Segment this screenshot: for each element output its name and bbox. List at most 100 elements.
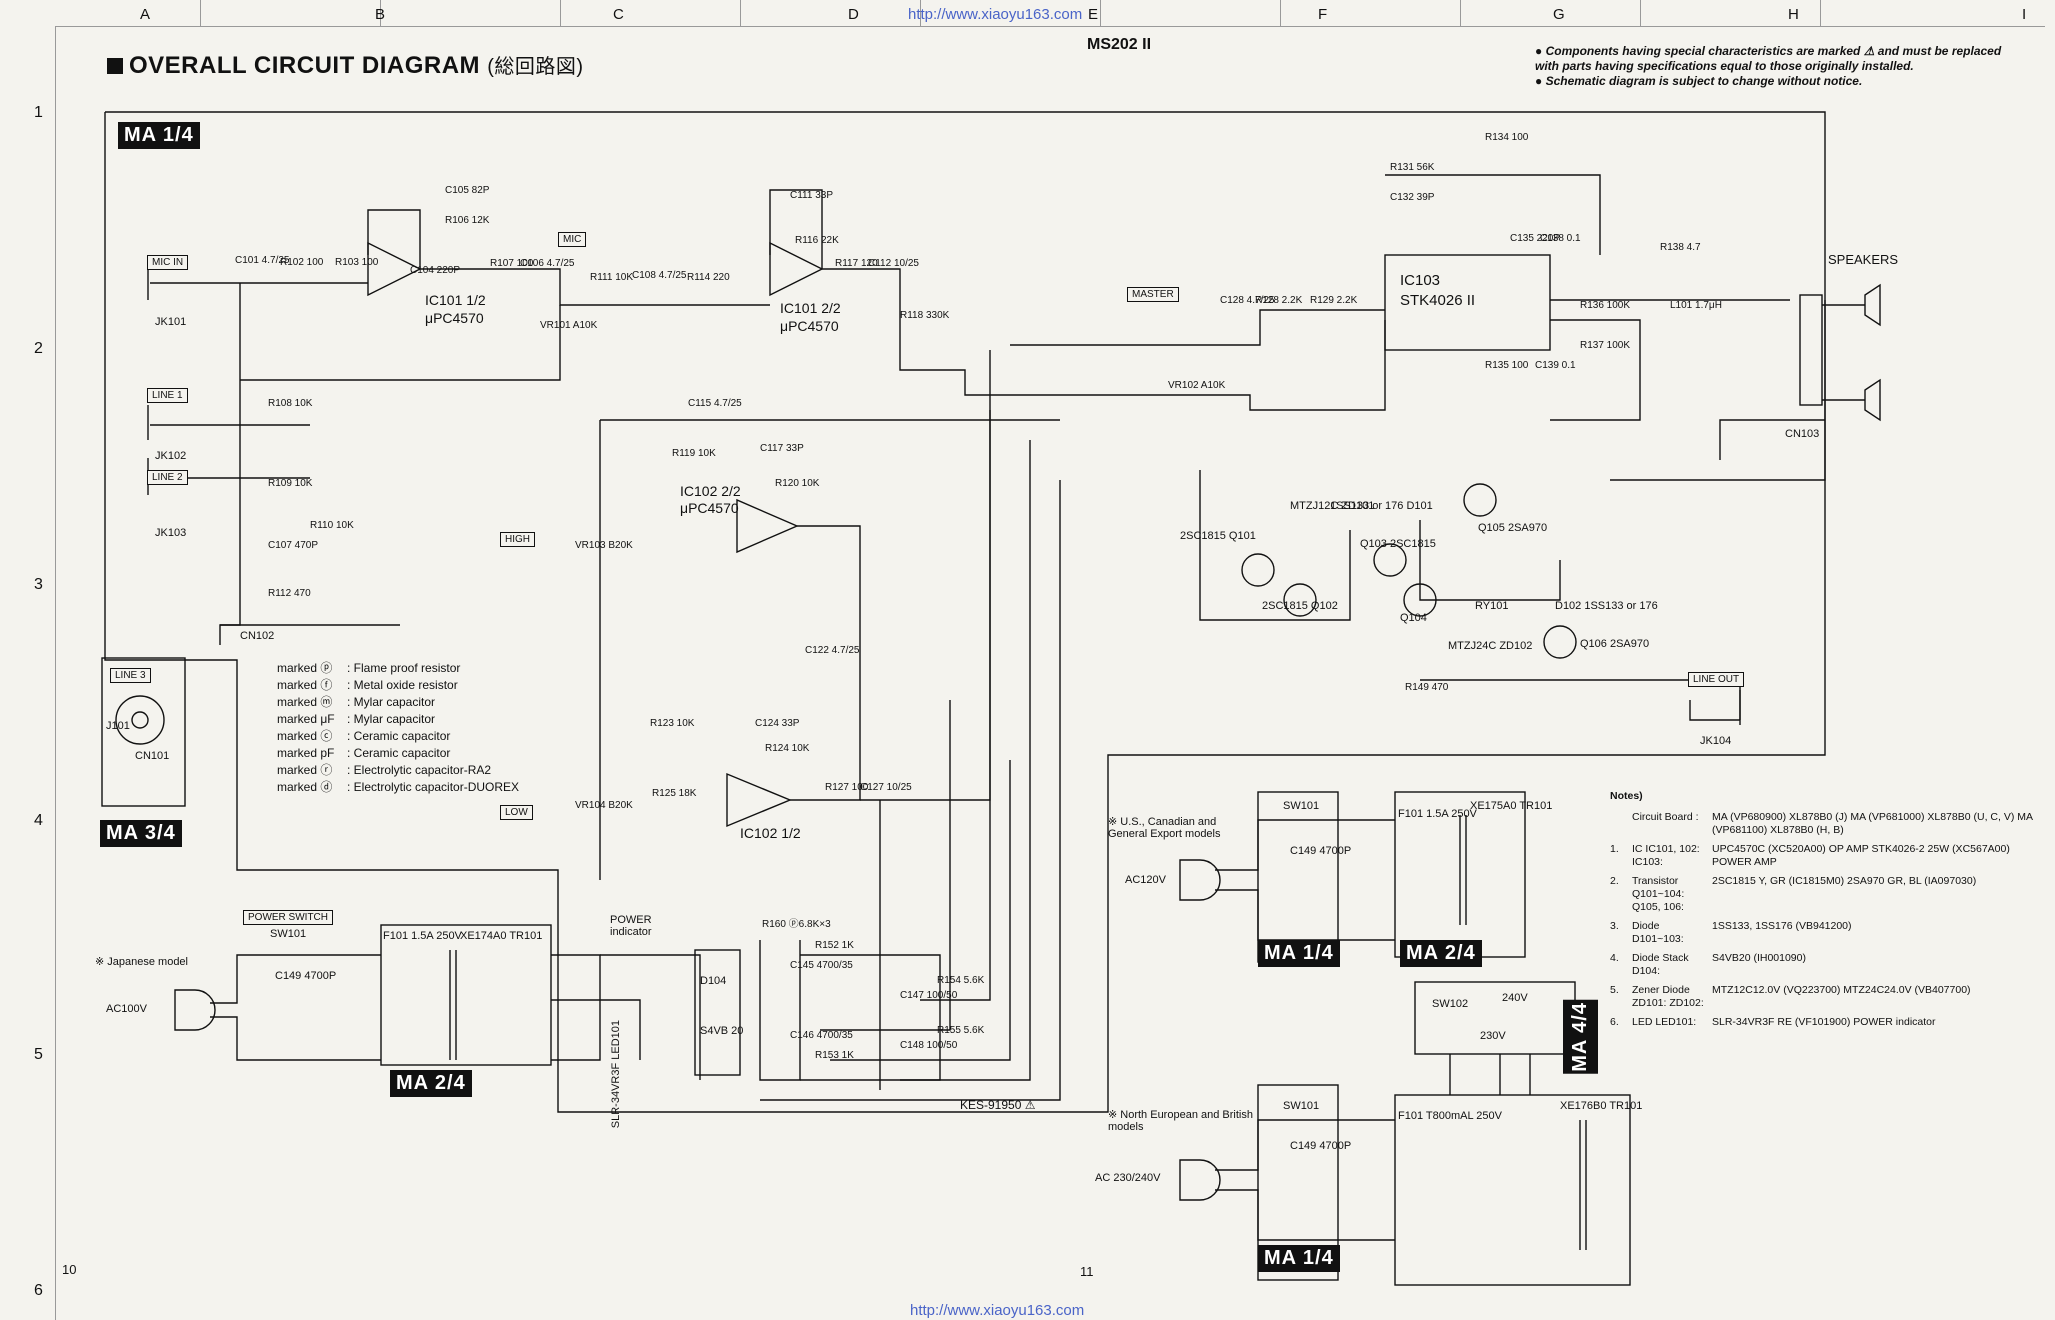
label-ic102a: IC102 1/2 (740, 825, 801, 841)
legend-row: marked ⓒ: Ceramic capacitor (277, 729, 451, 743)
grid-divider (560, 0, 561, 26)
part-c101: C101 4.7/25 (235, 255, 290, 266)
part-c127: C127 10/25 (860, 782, 912, 793)
part-r135: R135 100 (1485, 360, 1529, 371)
part-c132: C132 39P (1390, 192, 1435, 203)
label-q103: Q103 2SC1815 (1360, 538, 1436, 550)
grid-col-e: E (1088, 6, 1099, 23)
label-q104: Q104 (1400, 612, 1427, 624)
source-url-top[interactable]: http://www.xiaoyu163.com (908, 6, 1083, 23)
part-l101: L101 1.7μH (1670, 300, 1722, 311)
ic101b-symbol (769, 241, 824, 297)
part-r102: R102 100 (280, 257, 324, 268)
title-text: OVERALL CIRCUIT DIAGRAM (129, 52, 481, 79)
part-vr104: VR104 B20K (575, 800, 633, 811)
label-q101: 2SC1815 Q101 (1180, 530, 1256, 542)
source-url-bottom[interactable]: http://www.xiaoyu163.com (910, 1302, 1085, 1319)
header-notes: ● Components having special characterist… (1535, 44, 2005, 89)
grid-divider (1640, 0, 1641, 26)
part-r152: R152 1K (815, 940, 854, 951)
board-tag-ma34: MA 3/4 (100, 820, 182, 847)
label-f101-eu: F101 T800mAL 250V (1398, 1110, 1502, 1122)
part-c147: C147 100/50 (900, 990, 958, 1001)
ma44-board (1414, 981, 1576, 1055)
part-r123: R123 10K (650, 718, 695, 729)
label-sw101-eu: SW101 (1283, 1100, 1320, 1112)
legend-row: marked pF: Ceramic capacitor (277, 746, 451, 760)
label-q106: Q106 2SA970 (1580, 638, 1650, 650)
part-r124: R124 10K (765, 743, 810, 754)
label-j101: J101 (106, 720, 130, 732)
part-r149: R149 470 (1405, 682, 1449, 693)
label-tr101-jp: XE174A0 TR101 (460, 930, 543, 942)
part-r138: R138 4.7 (1660, 242, 1701, 253)
note-item: 4.Diode Stack D104:S4VB20 (IH001090) (1610, 952, 1806, 977)
part-c108: C108 4.7/25 (632, 270, 687, 281)
label-ic101b-type: μPC4570 (780, 318, 839, 334)
ma14-us-board (1257, 791, 1339, 963)
grid-row-5: 5 (34, 1046, 43, 1063)
part-r153: R153 1K (815, 1050, 854, 1061)
part-c105: C105 82P (445, 185, 490, 196)
part-c128: C128 4.7/25 (1220, 295, 1275, 306)
part-r125: R125 18K (652, 788, 697, 799)
part-c139: C139 0.1 (1535, 360, 1576, 371)
label-kes: KES-91950 ⚠ (960, 1098, 1036, 1112)
part-c111: C111 33P (790, 190, 833, 201)
ma14-eu-board (1257, 1084, 1339, 1281)
part-r110: R110 10K (310, 520, 354, 531)
label-tr101-eu: XE176B0 TR101 (1560, 1100, 1643, 1112)
label-low: LOW (500, 805, 533, 820)
legend-row: marked ⓟ: Flame proof resistor (277, 661, 461, 675)
part-r154: R154 5.6K (937, 975, 985, 986)
part-r116: R116 22K (795, 235, 839, 246)
grid-divider (1280, 0, 1281, 26)
part-c124: C124 33P (755, 718, 800, 729)
label-line3: LINE 3 (110, 668, 151, 683)
part-r119: R119 10K (672, 448, 716, 459)
note-item: 6.LED LED101:SLR-34VR3F RE (VF101900) PO… (1610, 1016, 1936, 1028)
label-high: HIGH (500, 532, 535, 547)
part-c112: C112 10/25 (868, 258, 919, 269)
marking-legend: marked ⓟ: Flame proof resistor marked ⓕ:… (277, 660, 519, 796)
label-d104: D104 (700, 975, 727, 987)
label-zd101: MTZJ12C ZD101 (1290, 500, 1375, 512)
part-vr101: VR101 A10K (540, 320, 598, 331)
label-c149-jp: C149 4700P (275, 970, 337, 982)
grid-row-2: 2 (34, 340, 43, 357)
board-tag-ma14: MA 1/4 (118, 122, 200, 149)
label-jk104: JK104 (1700, 735, 1732, 747)
part-r106: R106 12K (445, 215, 490, 226)
label-jk102: JK102 (155, 450, 187, 462)
grid-row-4: 4 (34, 812, 43, 829)
legend-row: marked ⓜ: Mylar capacitor (277, 695, 436, 709)
label-d101: 1SS133 or 176 D101 (1330, 500, 1433, 512)
grid-left-border (55, 26, 56, 1320)
grid-col-f: F (1318, 6, 1328, 23)
component-notes: Notes) Circuit Board :MA (VP680900) XL87… (1610, 790, 2040, 1035)
ma34-board (101, 657, 186, 807)
label-cn101: CN101 (135, 750, 170, 762)
part-r117: R117 120 (835, 258, 878, 269)
label-power-indicator: POWER indicator (610, 914, 652, 938)
label-ic102b-type: μPC4570 (680, 500, 739, 516)
model-number: MS202 II (1087, 36, 1152, 53)
label-ic103: IC103 (1400, 272, 1441, 289)
grid-col-h: H (1788, 6, 1799, 23)
label-master: MASTER (1127, 287, 1179, 302)
board-tag-ma24-jp: MA 2/4 (390, 1070, 472, 1097)
note-item: 5.Zener Diode ZD101: ZD102:MTZ12C12.0V (… (1610, 984, 1971, 1009)
legend-row: marked ⓓ: Electrolytic capacitor-DUOREX (277, 780, 520, 794)
label-ic101a-type: μPC4570 (425, 310, 484, 326)
title-square-icon (107, 58, 123, 74)
label-230v: 230V (1480, 1030, 1506, 1042)
label-ic101a: IC101 1/2 (425, 292, 486, 308)
label-f101-jp: F101 1.5A 250V (383, 930, 462, 942)
header-note-special: ● Components having special characterist… (1535, 44, 2002, 73)
grid-divider (920, 0, 921, 26)
part-r114: R114 220 (687, 272, 730, 283)
page-title: OVERALL CIRCUIT DIAGRAM (総回路図) (107, 50, 584, 80)
part-c146: C146 4700/35 (790, 1030, 853, 1041)
label-f101-us: F101 1.5A 250V (1398, 808, 1477, 820)
